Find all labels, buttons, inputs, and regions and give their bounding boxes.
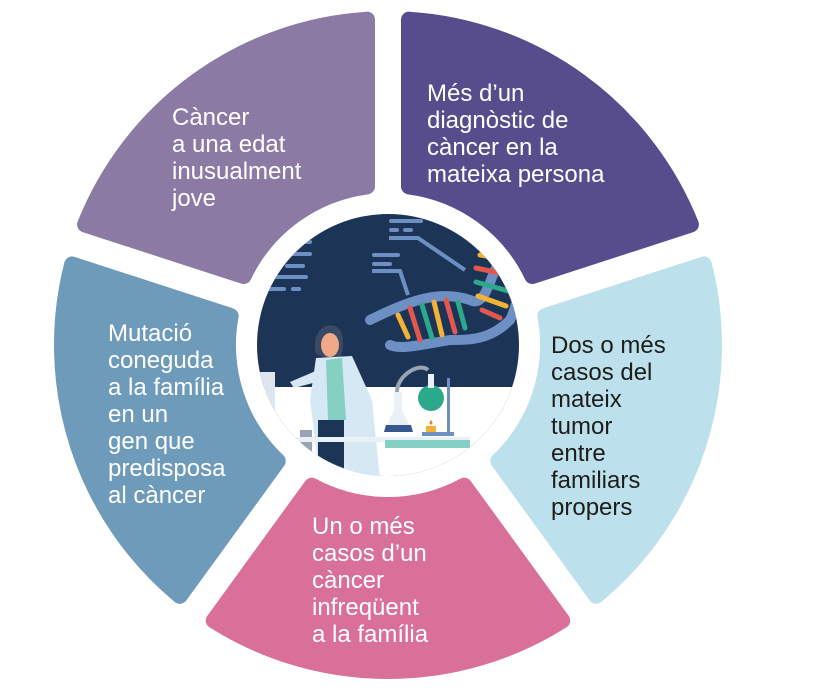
- label-line: càncer en la: [427, 134, 558, 161]
- label-line: predisposa: [108, 455, 226, 482]
- lab-equipment-icon: [285, 365, 470, 448]
- label-known-mutation: Mutació coneguda a la família en un gen …: [108, 320, 225, 509]
- segment-young: [77, 11, 375, 285]
- label-line: mateix: [551, 386, 622, 413]
- label-line: Dos o més: [551, 332, 666, 359]
- label-line: a la família: [108, 374, 225, 401]
- label-line: jove: [172, 185, 217, 212]
- label-line: familiars: [551, 467, 641, 494]
- label-line: casos del: [551, 359, 653, 386]
- segment-rare: [205, 477, 571, 679]
- label-line: tumor: [551, 413, 613, 440]
- label-line: a una edat: [172, 131, 286, 158]
- label-line: coneguda: [108, 347, 214, 374]
- label-line: càncer: [312, 567, 385, 594]
- label-line: infreqüent: [312, 594, 419, 621]
- label-line: a la família: [312, 621, 429, 648]
- label-line: Un o més: [312, 513, 415, 540]
- label-line: mateixa persona: [427, 161, 605, 188]
- label-line: diagnòstic de: [427, 107, 569, 134]
- label-young-age: Càncer a una edat inusualment jove: [172, 104, 301, 212]
- segment-multiple: [401, 11, 699, 285]
- label-line: Mutació: [108, 320, 193, 347]
- label-line: al càncer: [108, 482, 206, 509]
- label-rare-cancer: Un o més casos d’un càncer infreqüent a …: [312, 513, 428, 648]
- scientist-icon: [257, 325, 380, 476]
- label-line: casos d’un: [312, 540, 427, 567]
- label-line: gen que: [108, 428, 195, 455]
- label-line: Càncer: [172, 104, 250, 131]
- label-multiple-diagnoses: Més d’un diagnòstic de càncer en la mate…: [427, 80, 604, 188]
- label-line: propers: [551, 494, 633, 521]
- label-same-tumor-relatives: Dos o més casos del mateix tumor entre f…: [551, 332, 666, 521]
- label-line: entre: [551, 440, 606, 467]
- screen-data-lines: [264, 219, 423, 291]
- label-line: en un: [108, 401, 169, 428]
- label-line: inusualment: [172, 158, 302, 185]
- segment-same_tumor: [490, 256, 722, 604]
- label-line: Més d’un: [427, 80, 525, 107]
- segment-mutation: [54, 256, 286, 604]
